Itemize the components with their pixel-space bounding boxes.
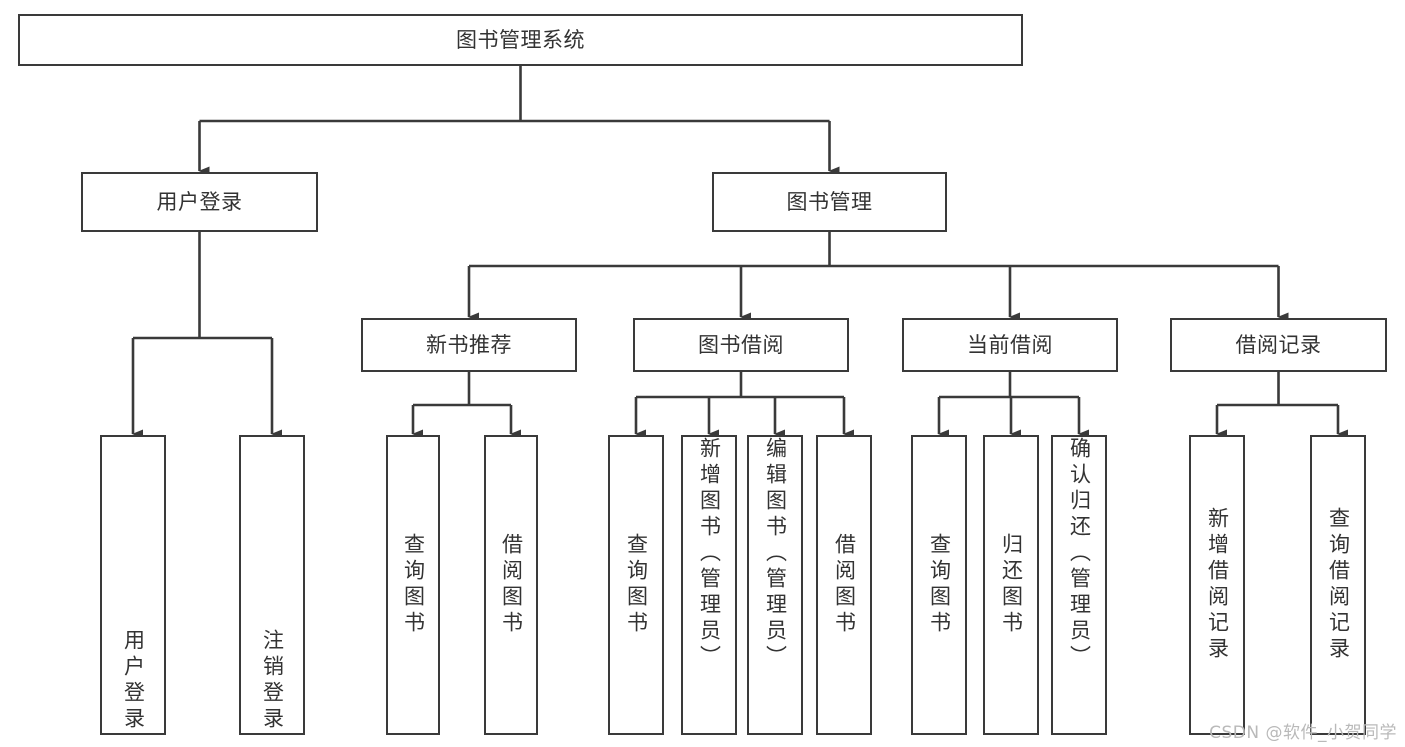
node-leaf-borrow-book-1[interactable]: 借阅图书 — [484, 435, 538, 735]
node-leaf-add-record[interactable]: 新增借阅记录 — [1189, 435, 1245, 735]
node-label: 借阅记录 — [1235, 332, 1322, 357]
node-label: 查询图书 — [927, 533, 952, 637]
node-user-login[interactable]: 用户登录 — [81, 172, 318, 232]
node-label: 查询图书 — [401, 533, 426, 637]
node-leaf-query-record[interactable]: 查询借阅记录 — [1310, 435, 1366, 735]
node-leaf-edit-book[interactable]: 编辑图书（管理员） — [747, 435, 803, 735]
node-leaf-return-book[interactable]: 归还图书 — [983, 435, 1039, 735]
node-borrow-record[interactable]: 借阅记录 — [1170, 318, 1387, 372]
node-label: 注销登录 — [260, 629, 285, 733]
node-leaf-query-book-3[interactable]: 查询图书 — [911, 435, 967, 735]
node-book-borrow[interactable]: 图书借阅 — [633, 318, 849, 372]
node-leaf-confirm-return[interactable]: 确认归还（管理员） — [1051, 435, 1107, 735]
node-leaf-query-book-1[interactable]: 查询图书 — [386, 435, 440, 735]
node-label: 新增图书（管理员） — [697, 437, 722, 671]
node-root[interactable]: 图书管理系统 — [18, 14, 1023, 66]
node-label: 新书推荐 — [426, 332, 512, 357]
node-label: 编辑图书（管理员） — [763, 437, 788, 671]
node-book-manage[interactable]: 图书管理 — [712, 172, 947, 232]
node-label: 用户登录 — [121, 629, 146, 733]
node-label: 图书管理系统 — [456, 27, 585, 52]
node-leaf-query-book-2[interactable]: 查询图书 — [608, 435, 664, 735]
node-leaf-user-logout[interactable]: 注销登录 — [239, 435, 305, 735]
node-label: 图书管理 — [786, 189, 873, 214]
node-label: 确认归还（管理员） — [1067, 437, 1092, 671]
node-label: 归还图书 — [999, 533, 1024, 637]
node-leaf-user-login[interactable]: 用户登录 — [100, 435, 166, 735]
node-label: 用户登录 — [156, 189, 243, 214]
node-label: 新增借阅记录 — [1205, 507, 1230, 663]
node-label: 借阅图书 — [832, 533, 857, 637]
node-new-book-rec[interactable]: 新书推荐 — [361, 318, 577, 372]
node-current-borrow[interactable]: 当前借阅 — [902, 318, 1118, 372]
node-label: 查询图书 — [624, 533, 649, 637]
watermark-credit: CSDN @软件_小贺同学 — [1209, 723, 1397, 743]
node-leaf-add-book[interactable]: 新增图书（管理员） — [681, 435, 737, 735]
node-label: 借阅图书 — [499, 533, 524, 637]
node-label: 当前借阅 — [967, 332, 1053, 357]
node-leaf-borrow-book-2[interactable]: 借阅图书 — [816, 435, 872, 735]
node-label: 图书借阅 — [698, 332, 784, 357]
node-label: 查询借阅记录 — [1326, 507, 1351, 663]
